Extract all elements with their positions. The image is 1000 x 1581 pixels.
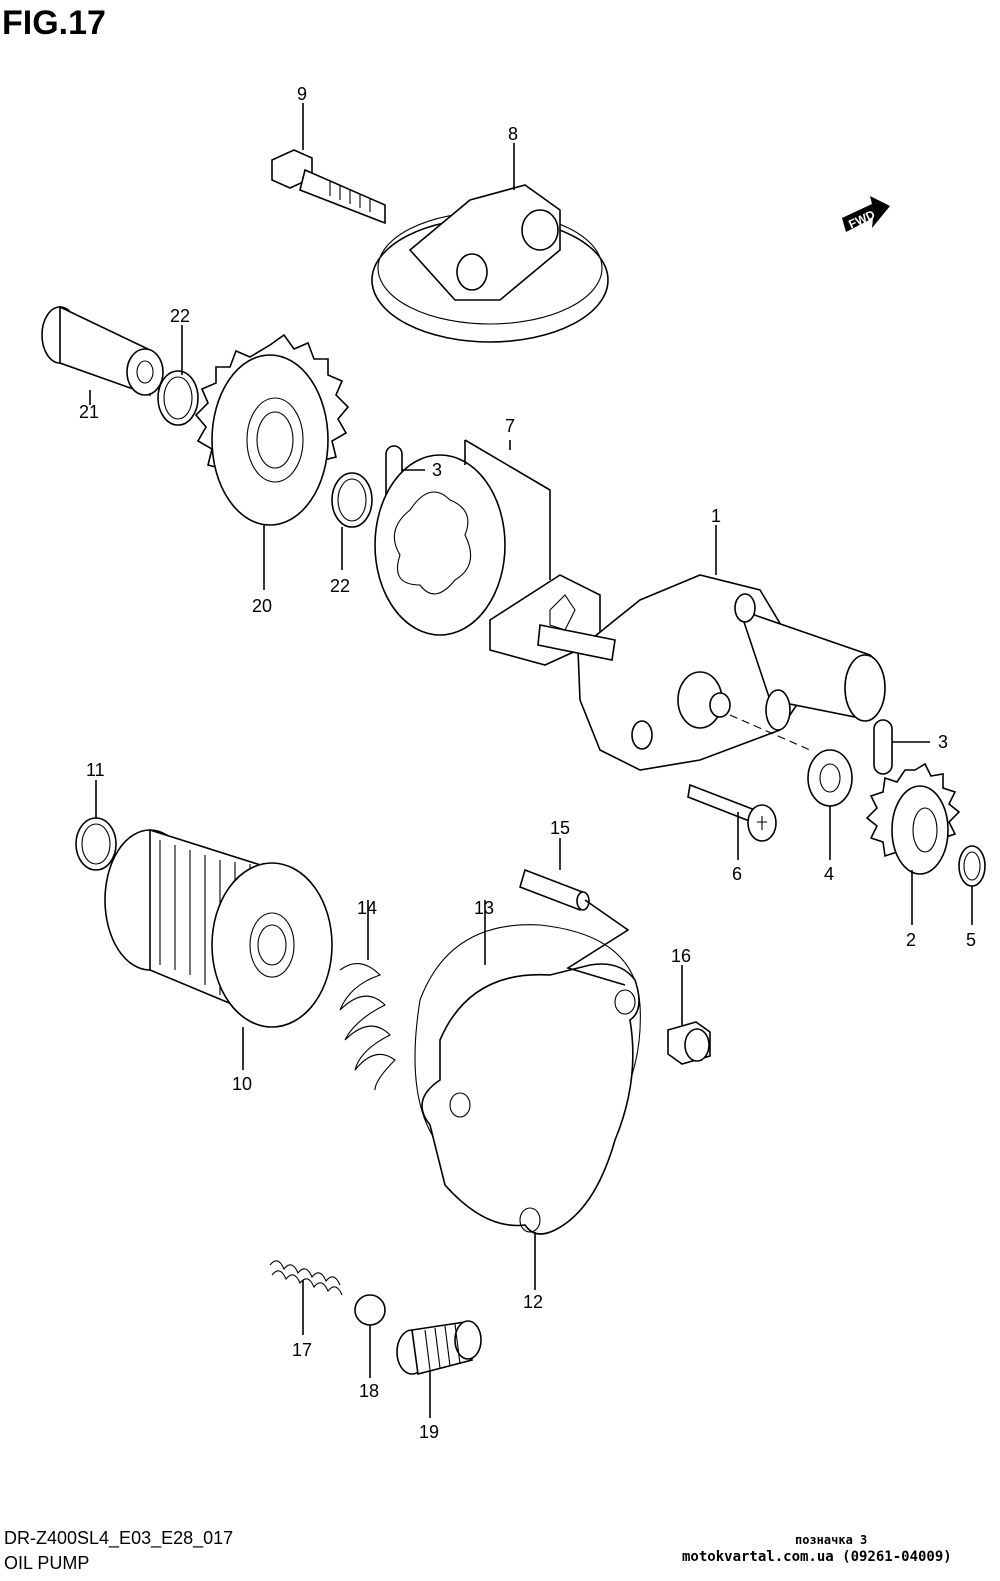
part-1-pump-body xyxy=(537,574,886,771)
callout-16: 16 xyxy=(671,946,691,966)
callout-11: 11 xyxy=(86,760,105,780)
part-4-washer xyxy=(807,749,853,807)
callout-19: 19 xyxy=(419,1422,439,1442)
callout-9: 9 xyxy=(297,84,307,104)
callout-6: 6 xyxy=(732,864,742,884)
callout-10: 10 xyxy=(232,1074,252,1094)
part-20-gear xyxy=(194,333,350,526)
callout-1: 1 xyxy=(711,506,721,526)
callout-13: 13 xyxy=(474,898,494,918)
part-16-cap-nut xyxy=(667,1021,711,1065)
callout-8: 8 xyxy=(508,124,518,144)
part-22-circlip-lower xyxy=(331,472,373,528)
part-5-circlip xyxy=(958,845,986,887)
callout-15: 15 xyxy=(550,818,570,838)
part-19-plug xyxy=(396,1320,482,1376)
part-12-cover xyxy=(421,963,640,1235)
callout-17: 17 xyxy=(292,1340,312,1360)
part-17-relief-spring xyxy=(269,1260,343,1296)
part-15-dowel xyxy=(519,868,590,912)
part-21-shaft xyxy=(41,305,164,397)
figure-name: OIL PUMP xyxy=(4,1553,90,1573)
part-22-circlip-upper xyxy=(157,370,199,426)
fwd-label: FWD xyxy=(846,207,877,231)
watermark-site: motokvartal.com.ua (09261-04009) xyxy=(682,1549,952,1565)
part-14-spring xyxy=(339,963,396,1091)
part-2-drive-gear xyxy=(865,762,961,875)
callout-21: 21 xyxy=(79,402,99,422)
callout-labels: 9 8 22 21 3 7 20 22 1 3 4 6 2 5 11 15 14… xyxy=(79,84,976,1442)
fwd-arrow-icon: FWD xyxy=(842,196,890,232)
callout-7: 7 xyxy=(505,416,515,436)
figure-title: FIG.17 xyxy=(2,4,106,42)
callout-22-upper: 22 xyxy=(170,306,190,326)
watermark-label: позначка 3 xyxy=(795,1533,868,1547)
leader-lines xyxy=(89,103,973,1418)
callout-12: 12 xyxy=(523,1292,543,1312)
callout-22-lower: 22 xyxy=(330,576,350,596)
callout-18: 18 xyxy=(359,1381,379,1401)
part-10-oil-filter xyxy=(104,828,333,1028)
callout-4: 4 xyxy=(824,864,834,884)
part-11-o-ring xyxy=(75,817,117,871)
callout-14: 14 xyxy=(357,898,377,918)
part-3-pin-lower xyxy=(873,719,893,775)
callout-5: 5 xyxy=(966,930,976,950)
callout-3-lower: 3 xyxy=(938,732,948,752)
part-9-bolt xyxy=(271,149,386,225)
callout-2: 2 xyxy=(906,930,916,950)
part-18-ball xyxy=(354,1294,386,1326)
part-8-housing xyxy=(371,184,609,343)
part-6-screw xyxy=(687,783,777,842)
callout-3-upper: 3 xyxy=(432,460,442,480)
callout-20: 20 xyxy=(252,596,272,616)
figure-code: DR-Z400SL4_E03_E28_017 xyxy=(4,1528,234,1548)
